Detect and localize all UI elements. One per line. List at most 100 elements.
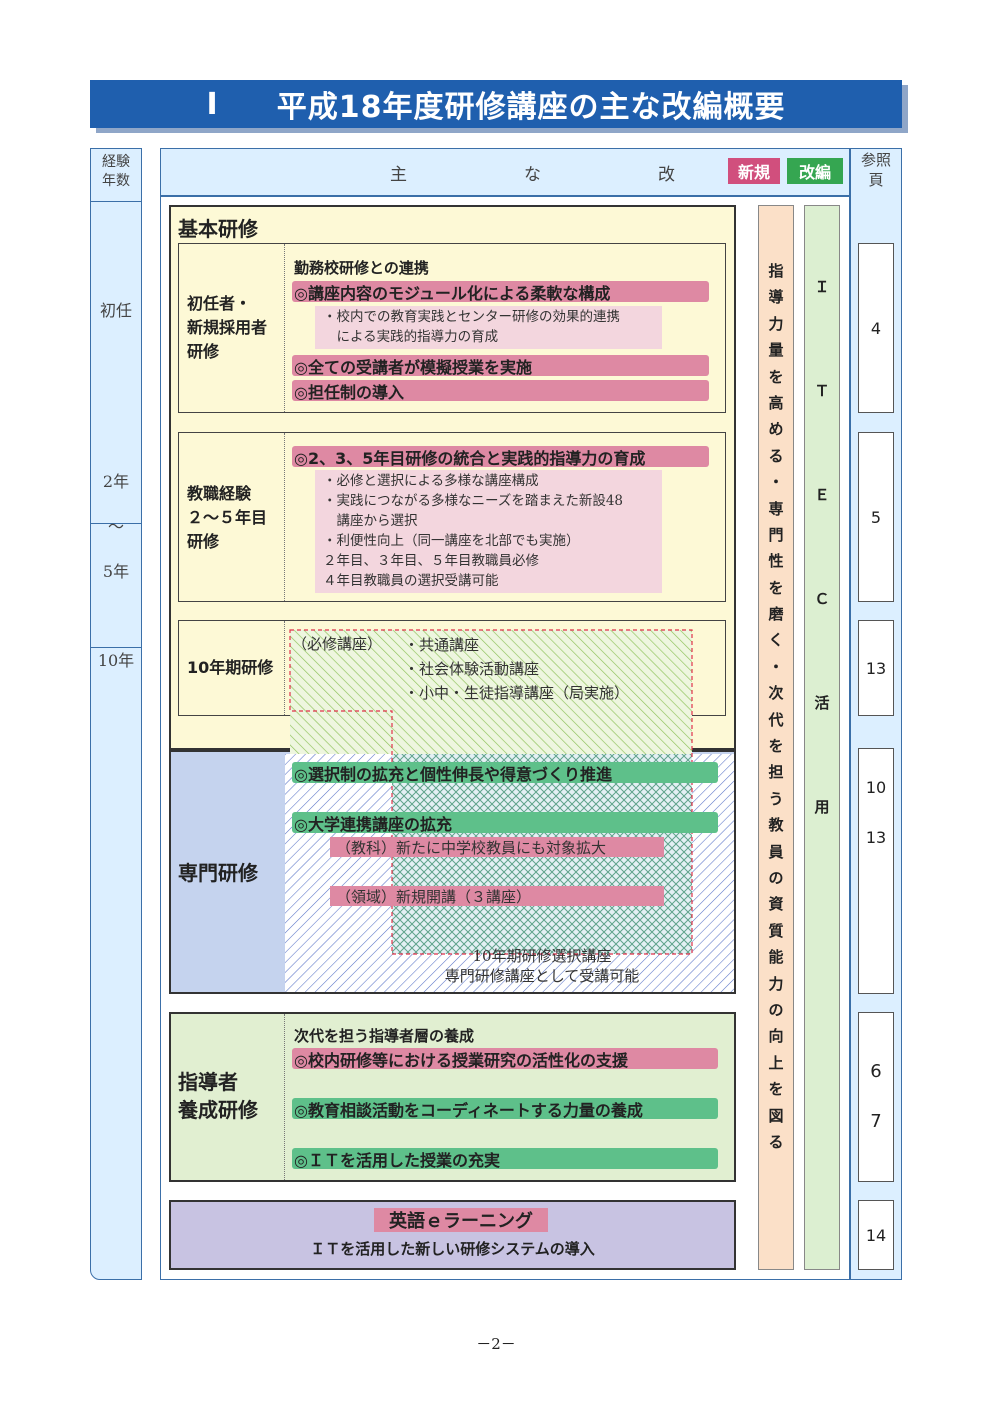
vertical-char: を [768, 737, 784, 756]
ref-box-1: 4 [858, 243, 894, 413]
vertical-char: 資 [768, 895, 784, 914]
vertical-char: 代 [768, 710, 784, 729]
shido-intro: 次代を担う指導者層の養成 [294, 1027, 475, 1045]
shido-divider [284, 1014, 285, 1180]
page-number: －2－ [476, 1335, 516, 1353]
tenyear-label: 10年期研修 [187, 658, 274, 677]
vertical-char: Ｔ [814, 382, 830, 400]
ref-box-6: 14 [858, 1200, 894, 1270]
ref-3: 13 [865, 658, 887, 678]
vertical-char: 能 [768, 948, 784, 967]
vertical-char: を [768, 1080, 784, 1099]
badge-revised: 改編 [787, 158, 843, 184]
ref-box-5: 6 7 [858, 1012, 894, 1182]
tenyear-dashed-outline [289, 629, 693, 955]
ref-5b: 7 [870, 1111, 882, 1132]
page-title: Ⅰ 平成18年度研修講座の主な改編概要 [90, 80, 902, 128]
keiken-item1: ◎2、3、5年目研修の統合と実践的指導力の育成 [292, 446, 709, 468]
vertical-char: 力 [768, 314, 784, 333]
vertical-goal-column: 指導力量を高める・専門性を磨く・次代を担う教員の資質能力の向上を図る [758, 205, 794, 1270]
vertical-char: る [768, 1132, 784, 1151]
ref-box-4: 10 13 [858, 748, 894, 994]
tenyear-hatch [290, 630, 692, 754]
vertical-char: の [768, 1000, 784, 1019]
shido-item2: ◎教育相談活動をコーディネートする力量の養成 [292, 1098, 718, 1120]
vertical-char: を [768, 578, 784, 597]
experience-header: 経験 年数 [91, 149, 141, 202]
vertical-char: Ｉ [814, 278, 830, 296]
shonin-intro: 勤務校研修との連携 [294, 259, 429, 277]
shonin-item3: ◎担任制の導入 [292, 380, 709, 402]
experience-column: 経験 年数 初任 2年 ～ 5年 10年 [90, 148, 142, 1280]
ref-4b: 13 [865, 828, 887, 847]
ref-box-3: 13 [858, 620, 894, 716]
experience-2-5-year: 2年 ～ 5年 [91, 423, 141, 648]
keiken-label: 教職経験 ２～５年目 研修 [187, 484, 268, 551]
vertical-itec-text: Ｉ Ｔ Ｅ Ｃ 活用 [814, 274, 829, 898]
shido-item1: ◎校内研修等における授業研究の活性化の支援 [292, 1048, 718, 1070]
keiken-notes: ・必修と選択による多様な講座構成 ・実践につながる多様なニーズを踏まえた新設48… [315, 470, 662, 593]
vertical-char: 教 [768, 816, 784, 835]
vertical-char: る [768, 446, 784, 465]
vertical-char: う [768, 789, 784, 808]
experience-5-year: 5年 [102, 562, 130, 581]
header-main-label: 主 な 改 編 [390, 165, 859, 185]
vertical-itec-column: Ｉ Ｔ Ｅ Ｃ 活用 [804, 205, 840, 1270]
experience-10-year: 10年 [97, 651, 135, 670]
kihon-title: 基本研修 [178, 217, 258, 241]
vertical-char: ・ [768, 657, 784, 676]
header-bar [160, 148, 850, 196]
vertical-char: 高 [768, 393, 784, 412]
vertical-char: Ｅ [814, 486, 830, 504]
tenyear-required: （必修講座） [292, 635, 383, 653]
ref-box-2: 5 [858, 432, 894, 602]
ref-4a: 10 [865, 778, 887, 797]
reference-header: 参照 頁 [860, 151, 891, 189]
vertical-char: 用 [814, 798, 830, 816]
ref-2: 5 [870, 507, 882, 527]
vertical-char: 次 [768, 684, 784, 703]
vertical-char: 量 [768, 341, 784, 360]
senmon-sub1: （教科）新たに中学校教員にも対象拡大 [330, 837, 664, 857]
vertical-char: Ｃ [814, 590, 830, 608]
shido-item3: ◎ＩＴを活用した授業の充実 [292, 1148, 718, 1170]
shonin-item1: ◎講座内容のモジュール化による柔軟な構成 [292, 281, 709, 303]
vertical-char: 力 [768, 974, 784, 993]
vertical-char: 性 [768, 552, 784, 571]
shido-title: 指導者 養成研修 [178, 1070, 258, 1122]
senmon-title: 専門研修 [178, 861, 258, 885]
vertical-char: を [768, 367, 784, 386]
experience-tilde: ～ [107, 517, 124, 536]
vertical-char: 質 [768, 921, 784, 940]
vertical-char: 指 [768, 262, 784, 280]
keiken-divider [284, 433, 285, 601]
senmon-note: 10年期研修選択講座 専門研修講座として受講可能 [444, 947, 640, 985]
shonin-divider [284, 244, 285, 412]
eigo-title: 英語ｅラーニング [374, 1208, 548, 1232]
ref-5a: 6 [870, 1061, 882, 1082]
ref-6: 14 [865, 1225, 887, 1245]
shonin-label: 初任者・ 新規採用者 研修 [187, 294, 268, 361]
vertical-char: く [768, 631, 784, 650]
vertical-goal-text: 指導力量を高める・専門性を磨く・次代を担う教員の資質能力の向上を図る [768, 258, 783, 1155]
vertical-char: ・ [768, 473, 784, 492]
vertical-char: 員 [768, 842, 784, 861]
eigo-subtitle: ＩＴを活用した新しい研修システムの導入 [310, 1240, 595, 1258]
experience-2-year: 2年 [102, 472, 130, 491]
vertical-char: 図 [768, 1106, 784, 1125]
shonin-note: ・校内での教育実践とセンター研修の効果的連携 による実践的指導力の育成 [315, 306, 662, 349]
badge-new: 新規 [728, 158, 780, 184]
vertical-char: 専 [768, 499, 784, 518]
tenyear-divider [284, 621, 285, 715]
vertical-char: 担 [768, 763, 784, 782]
vertical-char: の [768, 868, 784, 887]
senmon-sub2: （領域）新規開講（３講座） [330, 886, 664, 906]
vertical-char: 活 [814, 694, 830, 712]
vertical-char: 導 [768, 288, 784, 307]
senmon-item2: ◎大学連携講座の拡充 [292, 812, 718, 834]
experience-first-year: 初任 [91, 197, 141, 524]
senmon-item1: ◎選択制の拡充と個性伸長や得意づくり推進 [292, 762, 718, 784]
ref-1: 4 [870, 318, 882, 338]
title-number: Ⅰ [206, 86, 219, 122]
vertical-char: 磨 [768, 605, 784, 624]
